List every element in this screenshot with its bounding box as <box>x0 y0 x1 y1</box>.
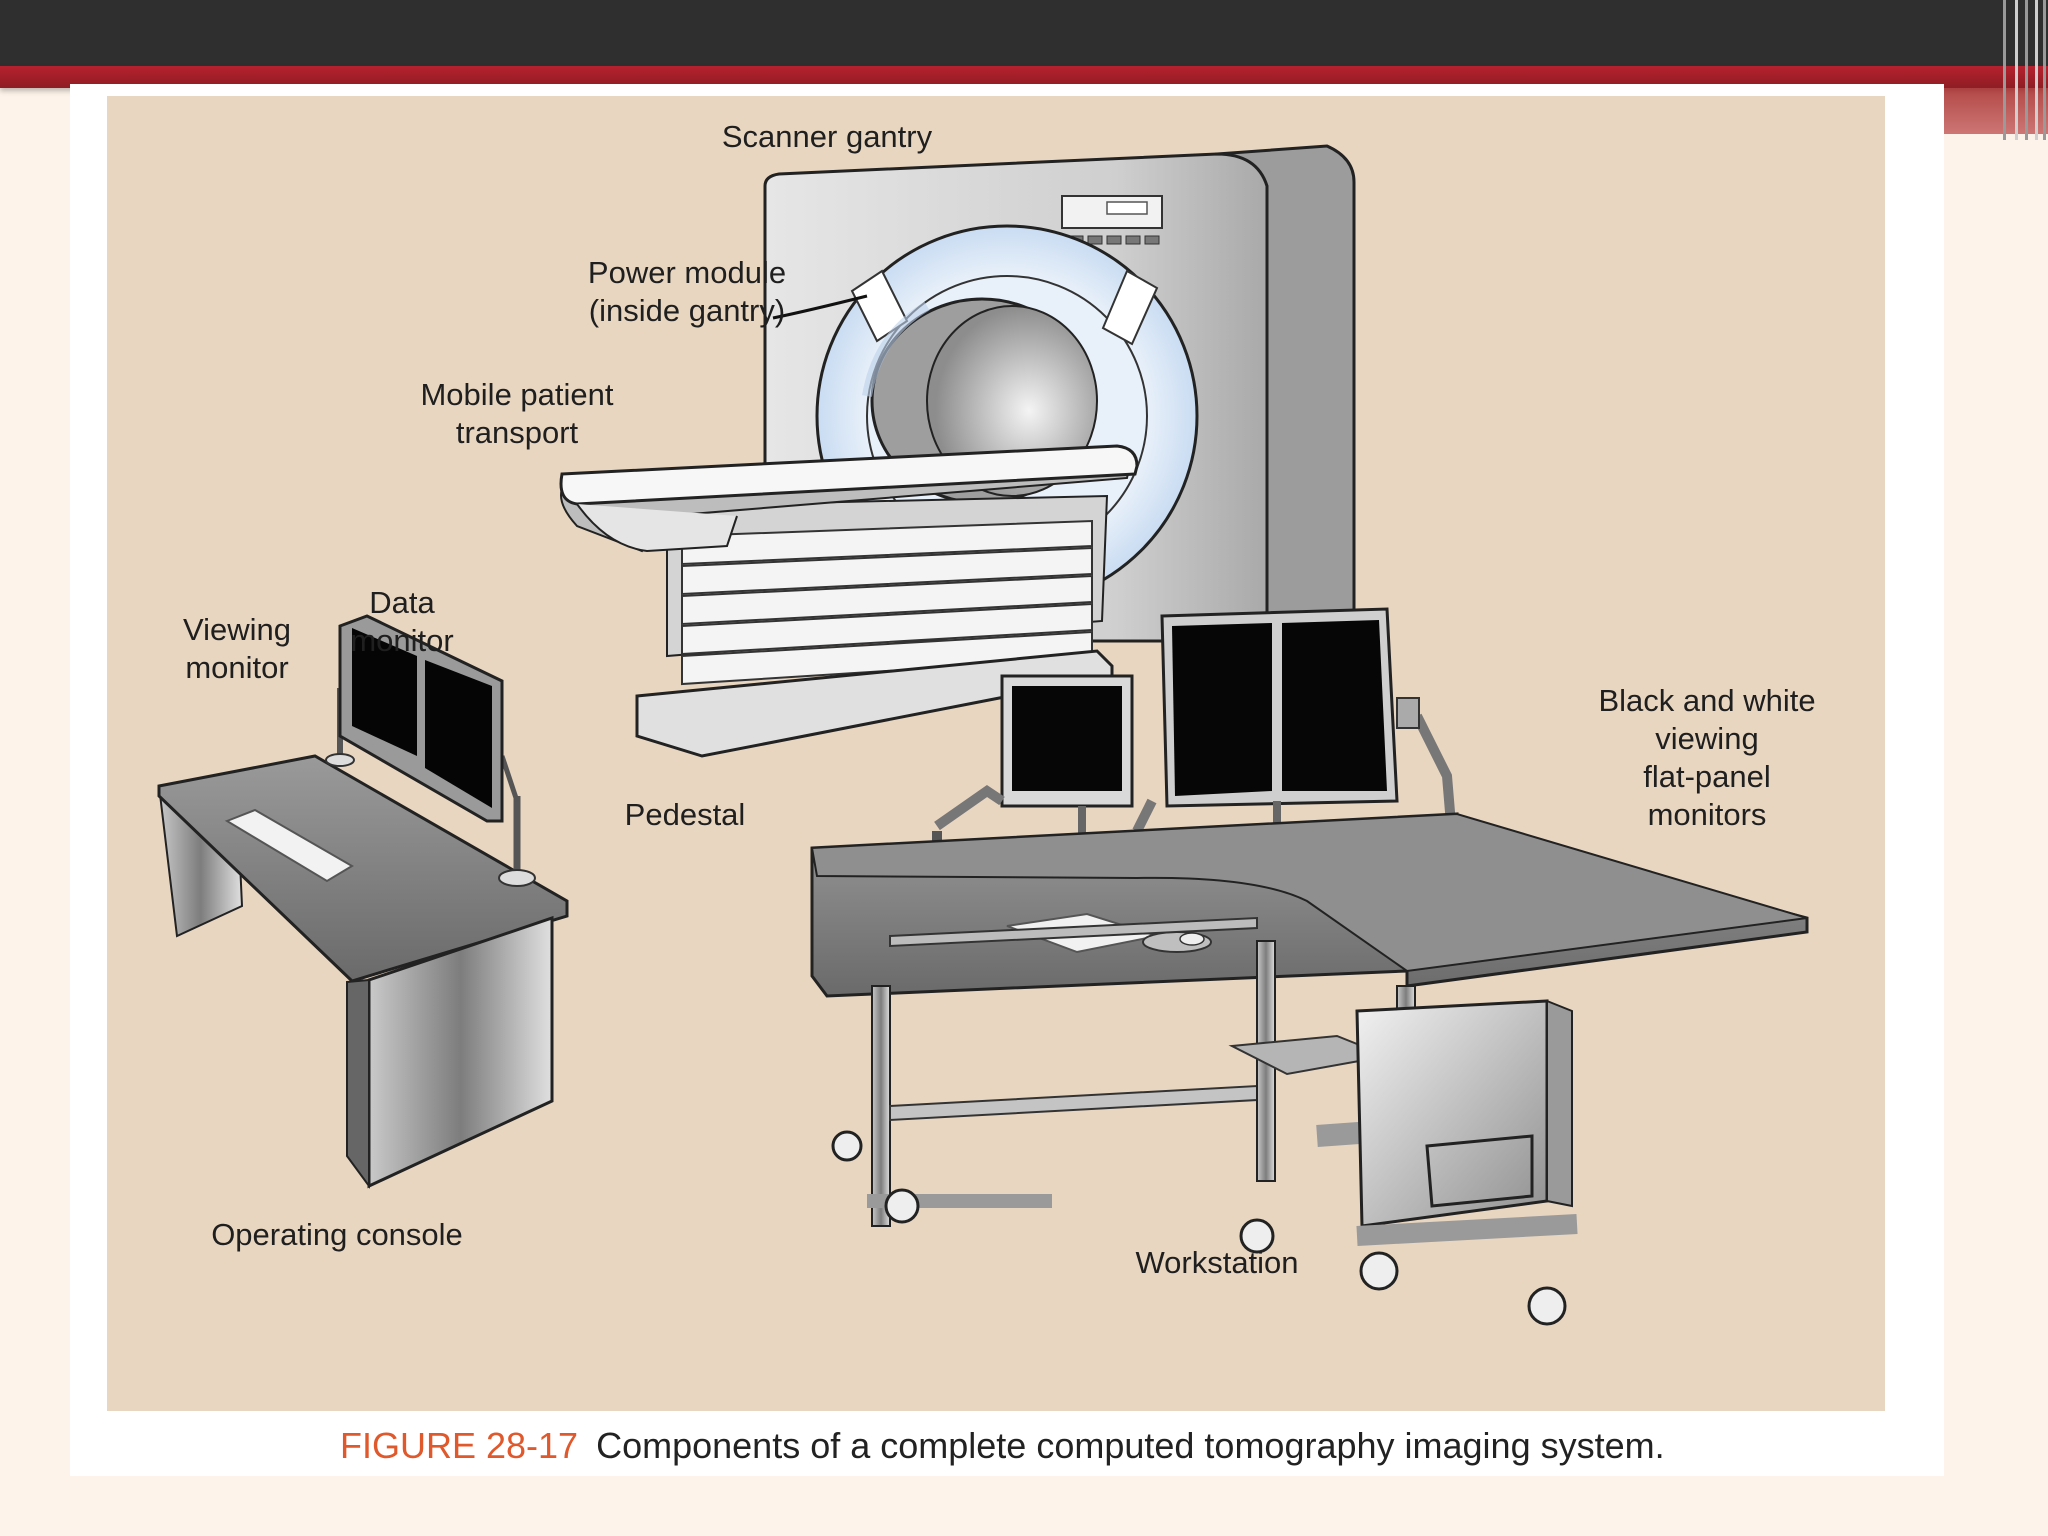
figure-caption-text: Components of a complete computed tomogr… <box>596 1425 1665 1466</box>
label-data-monitor: Data monitor <box>350 585 454 658</box>
label-bw-flat-panel-monitors: Black and white viewing flat-panel monit… <box>1598 683 1816 832</box>
slide-corner-stripes <box>1988 0 2048 140</box>
figure-illustration: Scanner gantry Power module (inside gant… <box>107 96 1885 1411</box>
slide-header-accent <box>0 66 2048 88</box>
slide-corner-accent <box>1944 88 2048 134</box>
label-workstation: Workstation <box>1135 1245 1299 1280</box>
figure-number: FIGURE 28-17 <box>340 1425 579 1466</box>
patient-table-drawing <box>559 444 1139 758</box>
ct-system-illustration <box>157 144 1809 1326</box>
figure-caption: FIGURE 28-17 Components of a complete com… <box>340 1424 1740 1468</box>
label-mobile-patient-transport: Mobile patient transport <box>420 377 614 450</box>
label-power-module: Power module (inside gantry) <box>587 255 787 328</box>
label-scanner-gantry: Scanner gantry <box>721 119 933 154</box>
power-module-leader-line <box>772 294 868 320</box>
label-pedestal: Pedestal <box>624 797 746 832</box>
operating-console-drawing <box>157 614 569 1190</box>
workstation-drawing <box>810 607 1809 1326</box>
label-operating-console: Operating console <box>211 1217 463 1252</box>
slide-header-bar <box>0 0 2048 70</box>
label-viewing-monitor: Viewing monitor <box>182 612 291 685</box>
